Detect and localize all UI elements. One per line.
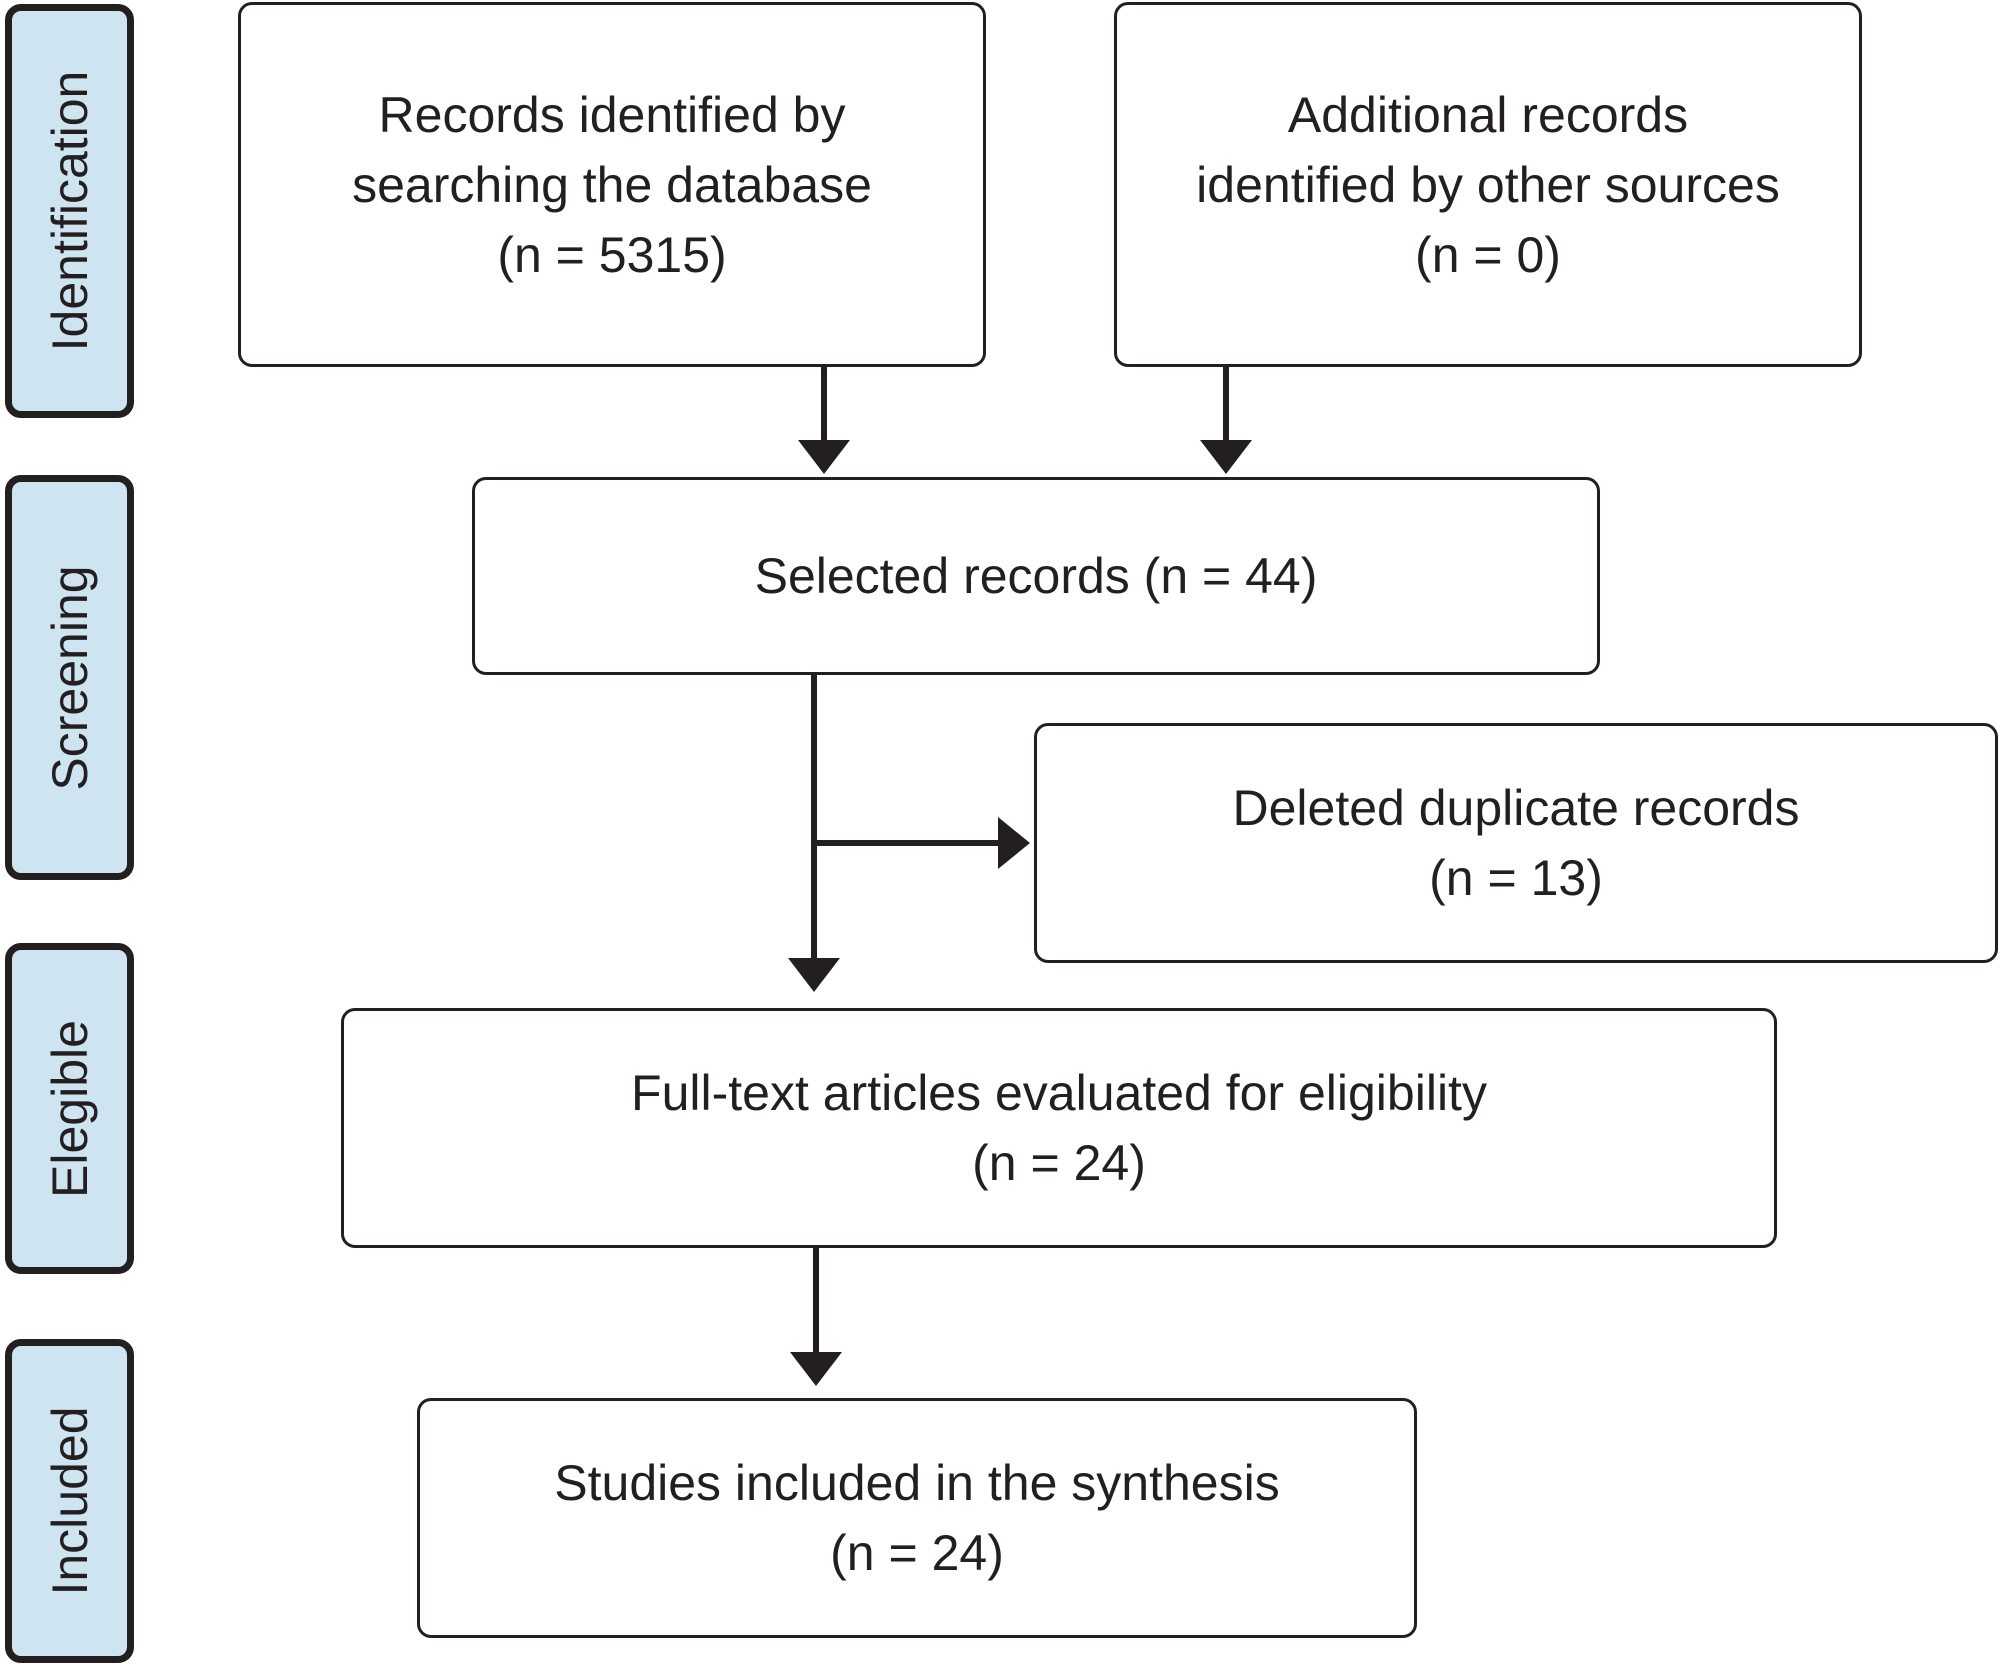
box-database-records: Records identified by searching the data…	[238, 2, 986, 367]
arrow-full-text-to-included	[790, 1248, 842, 1386]
box-other-sources: Additional records identified by other s…	[1114, 2, 1862, 367]
other-sources-line-2: identified by other sources	[1196, 156, 1780, 213]
arrow-other-sources-to-selected	[1200, 367, 1252, 474]
selected-records-text: Selected records (n = 44)	[754, 548, 1318, 604]
other-sources-line-1: Additional records	[1287, 86, 1689, 143]
arrow-to-deleted-duplicates	[814, 817, 1030, 869]
box-deleted-duplicates: Deleted duplicate records (n = 13)	[1034, 723, 1998, 963]
box-full-text-articles: Full-text articles evaluated for eligibi…	[341, 1008, 1777, 1248]
stage-included: Included	[5, 1339, 134, 1663]
database-line-2: searching the database	[352, 156, 872, 213]
other-sources-count: (n = 0)	[1415, 226, 1561, 283]
synthesis-count: (n = 24)	[830, 1525, 1004, 1581]
stage-identification: Identification	[5, 4, 134, 418]
duplicates-line-1: Deleted duplicate records	[1232, 780, 1800, 836]
arrow-selected-to-full-text	[788, 675, 840, 992]
full-text-count: (n = 24)	[972, 1135, 1146, 1191]
stage-eligible: Elegible	[5, 943, 134, 1274]
duplicates-count: (n = 13)	[1429, 850, 1603, 906]
box-selected-records: Selected records (n = 44)	[472, 477, 1600, 675]
stage-screening: Screening	[5, 475, 134, 880]
arrow-database-to-selected	[798, 367, 850, 474]
box-studies-included: Studies included in the synthesis (n = 2…	[417, 1398, 1417, 1638]
database-line-1: Records identified by	[378, 86, 846, 143]
database-count: (n = 5315)	[497, 226, 727, 283]
full-text-line-1: Full-text articles evaluated for eligibi…	[631, 1065, 1487, 1121]
synthesis-line-1: Studies included in the synthesis	[554, 1455, 1280, 1511]
